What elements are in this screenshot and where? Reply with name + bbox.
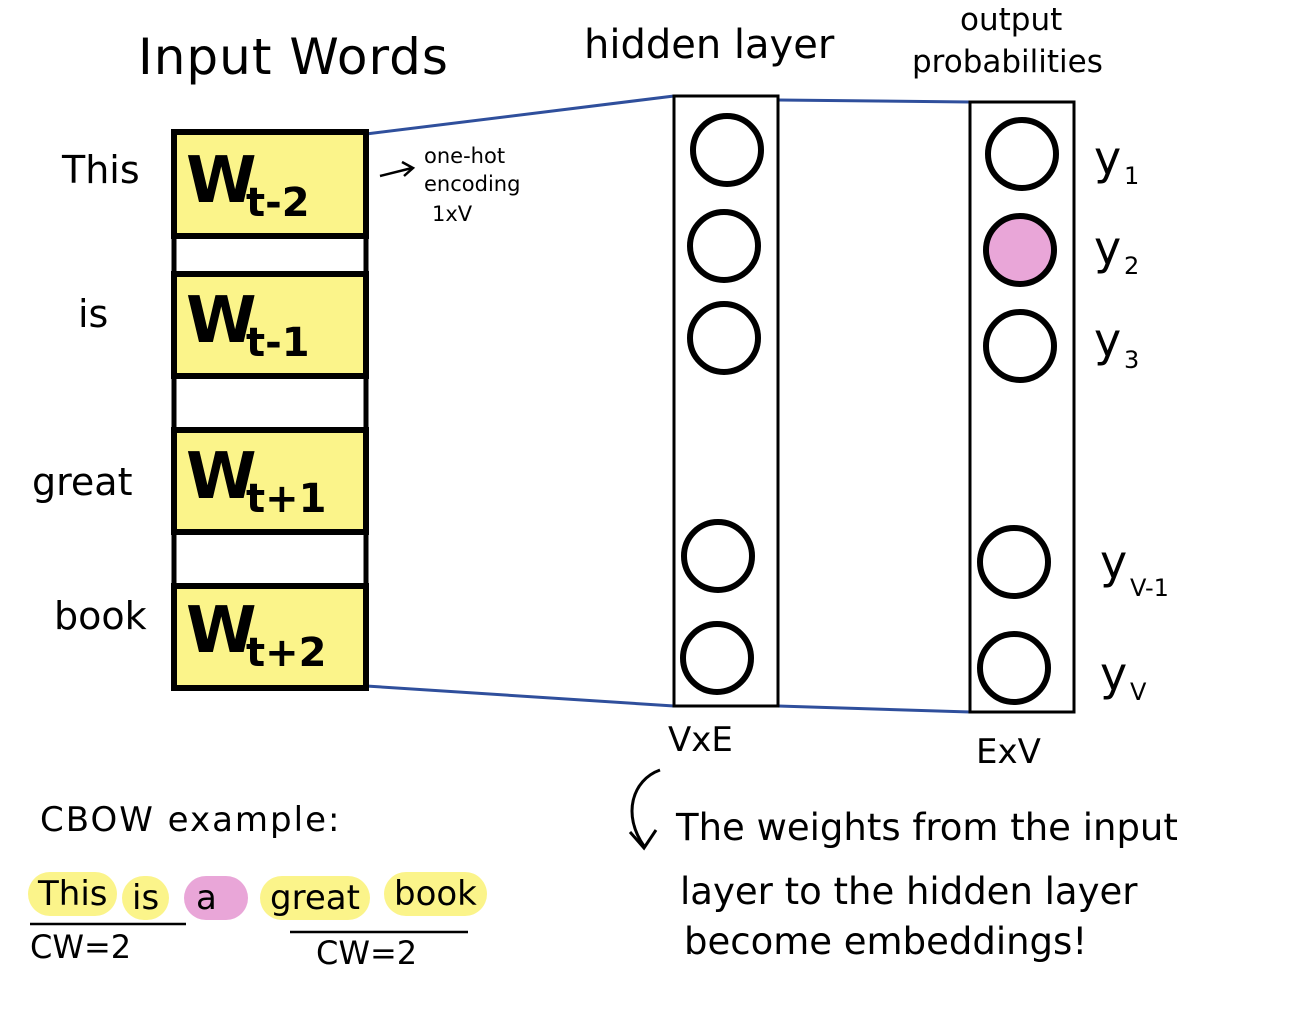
connector-bottom-hidden-output (777, 704, 971, 714)
connector-top-hidden-output (777, 98, 971, 104)
context-word-1: This (62, 148, 140, 192)
hidden-neuron-5 (680, 621, 754, 695)
cbow-title: CBOW example: (40, 800, 342, 840)
output-label-2-sub: 2 (1124, 252, 1139, 280)
arrow-right-icon (379, 160, 416, 178)
output-label-3-base: y (1094, 313, 1121, 367)
output-neuron-1 (985, 117, 1059, 191)
right-window-label: CW=2 (316, 934, 418, 972)
input-box-2-base: W (186, 284, 257, 358)
hidden-neuron-1 (690, 113, 764, 187)
output-label-4-sub: V-1 (1130, 574, 1169, 602)
one-hot-note-line-1: one-hot (424, 144, 506, 168)
output-label-5-base: y (1100, 647, 1127, 701)
input-box-3-sub: t+1 (246, 476, 326, 522)
hidden-neuron-2 (687, 209, 761, 283)
input-box-1-sub: t-2 (246, 180, 310, 226)
input-box-3: W t+1 (171, 427, 369, 535)
output-neuron-2 (983, 213, 1057, 287)
output-neuron-5 (977, 631, 1051, 705)
input-box-4-base: W (186, 594, 257, 668)
one-hot-note-line-2: encoding (424, 172, 521, 196)
note-line-3: become embeddings! (684, 920, 1088, 963)
heading-output: output (960, 2, 1063, 38)
input-box-4-sub: t+2 (246, 630, 326, 676)
heading-probabilities: probabilities (912, 44, 1103, 80)
heading-hidden-layer: hidden layer (584, 22, 835, 68)
input-box-3-base: W (186, 440, 257, 514)
cbow-token-this: This (28, 872, 118, 916)
hidden-neuron-4 (681, 519, 755, 593)
connector-bottom-input-hidden (365, 684, 675, 708)
cbow-token-book: book (384, 872, 487, 916)
input-box-1: W t-2 (171, 129, 369, 239)
hidden-neuron-3 (687, 301, 761, 375)
cbow-token-a: a (184, 876, 248, 920)
output-label-4-base: y (1100, 535, 1127, 589)
output-label-1-sub: 1 (1124, 162, 1139, 190)
cbow-token-great: great (260, 876, 370, 920)
hidden-layer-frame (672, 94, 780, 708)
input-box-4: W t+2 (171, 583, 369, 691)
curved-arrow-icon (628, 768, 661, 851)
output-layer-frame (968, 100, 1076, 714)
hidden-dim-label: VxE (668, 720, 733, 760)
connector-top-input-hidden (365, 94, 675, 136)
heading-input-words: Input Words (138, 28, 449, 86)
cbow-token-is: is (122, 876, 170, 920)
output-dim-label: ExV (976, 732, 1041, 772)
input-box-2: W t-1 (171, 271, 369, 379)
left-window-label: CW=2 (30, 928, 132, 966)
output-label-1-base: y (1094, 131, 1121, 185)
input-box-1-base: W (186, 144, 257, 218)
output-label-5-sub: V (1130, 678, 1147, 706)
note-line-1: The weights from the input (676, 806, 1178, 849)
input-box-2-sub: t-1 (246, 320, 310, 366)
one-hot-note-line-3: 1xV (432, 202, 473, 226)
output-neuron-4 (977, 525, 1051, 599)
output-label-2-base: y (1094, 221, 1121, 275)
output-neuron-3 (983, 309, 1057, 383)
context-word-3: great (32, 460, 133, 504)
context-word-4: book (54, 594, 147, 638)
output-label-3-sub: 3 (1124, 346, 1139, 374)
context-word-2: is (78, 292, 109, 336)
note-line-2: layer to the hidden layer (680, 870, 1138, 913)
